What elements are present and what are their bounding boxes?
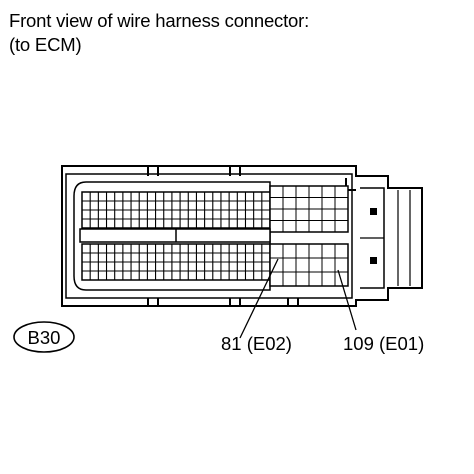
connector-code-text: B30 (28, 327, 61, 348)
pin-grid-left-bottom (81, 243, 271, 281)
center-divider (79, 228, 271, 243)
pin-grid-right-bottom (269, 243, 349, 287)
caption-line-1: Front view of wire harness connector: (9, 10, 310, 31)
connector-code-badge: B30 (13, 321, 75, 353)
pin-grid-right-top (269, 185, 349, 233)
callout-label-109: 109 (E01) (343, 333, 424, 354)
inner-frame (73, 181, 271, 291)
connector-housing (61, 165, 423, 307)
callout-label-81: 81 (E02) (221, 333, 292, 354)
pin-grid-left-top (81, 191, 271, 229)
callout-leaders (239, 258, 357, 339)
caption-line-2: (to ECM) (9, 34, 82, 55)
